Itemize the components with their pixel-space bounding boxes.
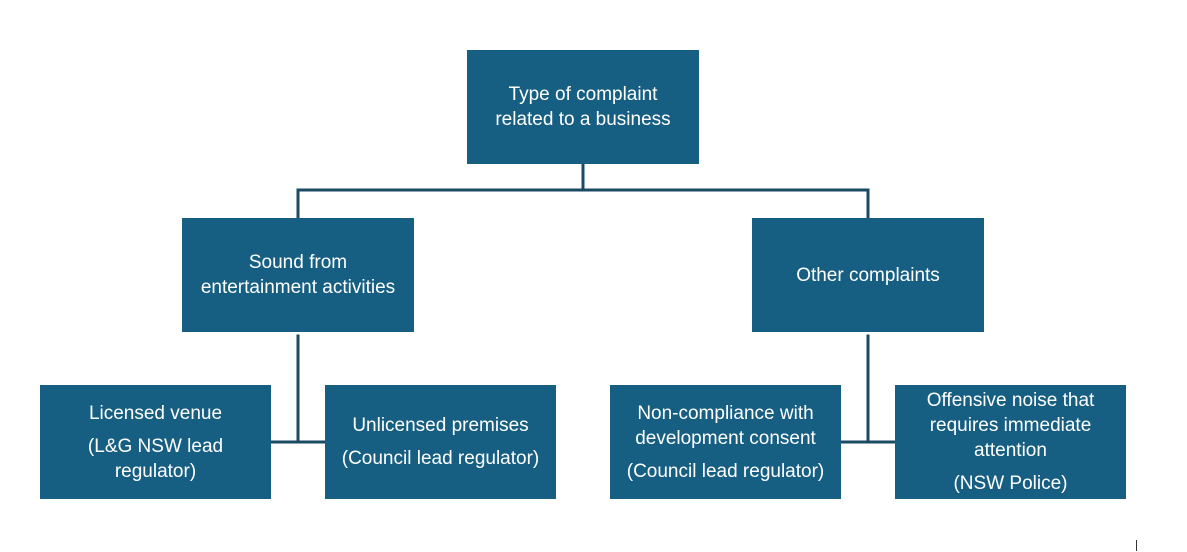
root-node-type-of-complaint: Type of complaint related to a business <box>467 50 699 164</box>
node-licensed-regulator-line-2: regulator) <box>114 460 197 482</box>
node-offensive-regulator: (NSW Police) <box>953 473 1068 494</box>
node-licensed-title: Licensed venue <box>88 402 223 424</box>
node-other-line-1: Other complaints <box>796 264 940 286</box>
node-offensive-line-3: attention <box>974 440 1047 461</box>
node-other-complaints: Other complaints <box>752 218 984 332</box>
node-licensed-regulator-line-1: (L&G NSW lead <box>87 435 224 457</box>
node-unlicensed-premises: Unlicensed premises (Council lead regula… <box>325 385 556 499</box>
node-unlicensed-regulator: (Council lead regulator) <box>341 448 540 469</box>
node-offensive-line-2: requires immediate <box>929 415 1092 436</box>
node-sound-line-1: Sound from <box>248 252 348 273</box>
text-cursor-mark <box>1136 540 1137 551</box>
node-sound-from-entertainment: Sound from entertainment activities <box>182 218 414 332</box>
root-node-line-1: Type of complaint <box>508 84 658 105</box>
node-non-compliance-regulator: (Council lead regulator) <box>626 460 825 482</box>
node-offensive-line-1: Offensive noise that <box>926 390 1095 411</box>
node-non-compliance: Non-compliance with development consent … <box>610 385 841 499</box>
node-unlicensed-title: Unlicensed premises <box>352 415 529 436</box>
node-offensive-noise: Offensive noise that requires immediate … <box>895 385 1126 499</box>
root-node-line-2: related to a business <box>495 109 671 130</box>
node-non-compliance-line-1: Non-compliance with <box>637 402 814 424</box>
node-non-compliance-line-2: development consent <box>635 427 816 449</box>
node-sound-line-2: entertainment activities <box>200 277 396 298</box>
node-licensed-venue: Licensed venue (L&G NSW lead regulator) <box>40 385 271 499</box>
